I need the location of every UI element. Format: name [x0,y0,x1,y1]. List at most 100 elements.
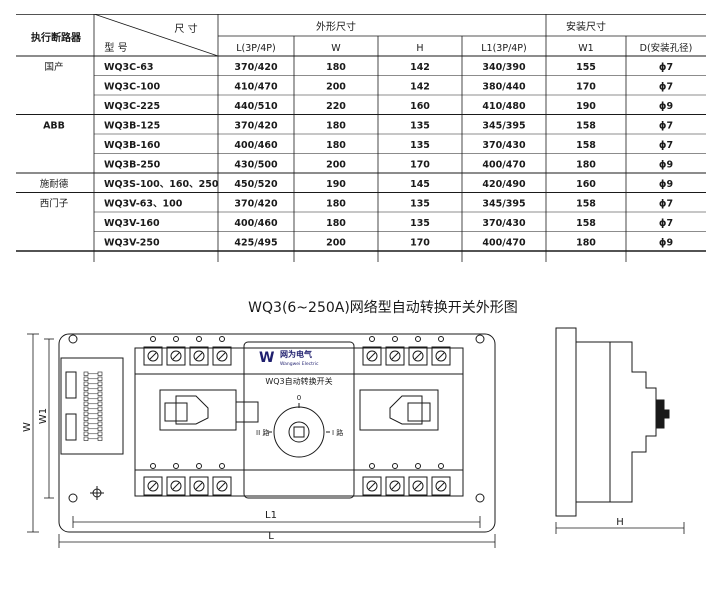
position-right: I 路 [332,428,343,437]
controller-terminal [97,416,103,421]
model-cell: WQ3B-160 [104,140,161,151]
value-cell: 345/395 [482,199,525,210]
value-cell: 420/490 [482,179,526,190]
wiring-hole [219,336,225,342]
brand-cell: ABB [43,121,65,132]
terminal-screw-head [193,350,205,362]
terminal-screw [385,346,405,366]
switch-body [134,347,464,497]
value-cell: 180 [326,140,346,151]
value-cell: 160 [576,179,596,190]
value-cell: 440/510 [234,101,278,112]
value-cell: ϕ7 [659,218,673,229]
terminal-screw [166,476,186,496]
mounting-hole [68,493,78,503]
brand-cell: 施耐德 [40,178,69,190]
mounting-holes [68,334,485,503]
controller-terminal [83,376,89,381]
value-cell: ϕ9 [659,179,673,190]
value-cell: 180 [576,160,596,171]
model-cell: WQ3S-100、160、250 [104,179,219,190]
terminal-screw [143,346,163,366]
value-cell: ϕ7 [659,82,673,93]
value-cell: 450/520 [234,179,278,190]
controller-terminal [97,376,103,381]
controller-terminal [83,436,89,441]
value-cell: 370/430 [482,218,526,229]
position-zero: 0 [297,394,301,402]
model-cell: WQ3C-63 [104,62,154,73]
controller-terminal [97,421,103,426]
value-cell: 400/460 [234,140,278,151]
right-breaker-handle [359,389,439,431]
value-cell: 190 [326,179,346,190]
value-cell: ϕ7 [659,199,673,210]
brand-cell: 西门子 [40,198,69,210]
side-plate [555,327,577,517]
wiring-hole [438,463,444,469]
controller-terminal [97,396,103,401]
value-cell: 135 [410,140,430,151]
model-cell: WQ3B-125 [104,121,160,132]
selector-dial[interactable] [273,406,325,458]
control-panel [243,341,355,499]
value-cell: ϕ9 [659,238,673,249]
value-cell: 410/470 [234,82,278,93]
dimension-H: H [616,517,624,528]
value-cell: 200 [326,238,346,249]
wiring-hole [369,336,375,342]
header-breaker: 执行断路器 [31,31,82,44]
wiring-hole [196,463,202,469]
controller-terminal [97,431,103,436]
logo: W 网为电气 Wangwei Electric [259,349,319,367]
terminal-screw-head [412,350,424,362]
terminal-screw-head [147,480,159,492]
value-cell: 170 [576,82,596,93]
controller-terminal [97,426,103,431]
mounting-plate [58,333,496,533]
column-header: D(安装孔径) [640,42,693,54]
header-model: 型 号 [104,41,127,54]
wiring-hole [415,336,421,342]
terminal-screw [408,346,428,366]
wiring-hole [438,336,444,342]
position-left: II 路 [256,428,269,437]
wiring-hole [415,463,421,469]
controller-terminal [83,421,89,426]
model-cell: WQ3V-63、100 [104,199,183,210]
model-cell: WQ3B-250 [104,160,161,171]
column-header: L1(3P/4P) [481,43,527,54]
terminal-screw [431,346,451,366]
controller-terminal [97,386,103,391]
value-cell: 135 [410,121,430,132]
value-cell: ϕ7 [659,62,673,73]
wiring-hole [173,336,179,342]
value-cell: ϕ9 [659,160,673,171]
terminal-screw-head [216,480,228,492]
dimension-L1: L1 [265,510,277,521]
controller-terminals [83,371,103,441]
model-cell: WQ3V-250 [104,238,160,249]
value-cell: 370/420 [234,199,278,210]
value-cell: 400/460 [234,218,278,229]
value-cell: 400/470 [482,238,526,249]
terminal-screw-head [389,480,401,492]
value-cell: 135 [410,218,430,229]
bottom-terminals [143,463,451,496]
terminal-screw [143,476,163,496]
value-cell: 142 [410,82,430,93]
device-label: WQ3自动转换开关 [265,376,332,386]
value-cell: ϕ7 [659,121,673,132]
value-cell: 145 [410,179,430,190]
logo-mark: W [259,350,274,366]
value-cell: 135 [410,199,430,210]
value-cell: 200 [326,82,346,93]
value-cell: 200 [326,160,346,171]
outline-drawing: WQ3(6~250A)网络型自动转换开关外形图 [22,299,685,548]
controller-terminal [97,371,103,376]
